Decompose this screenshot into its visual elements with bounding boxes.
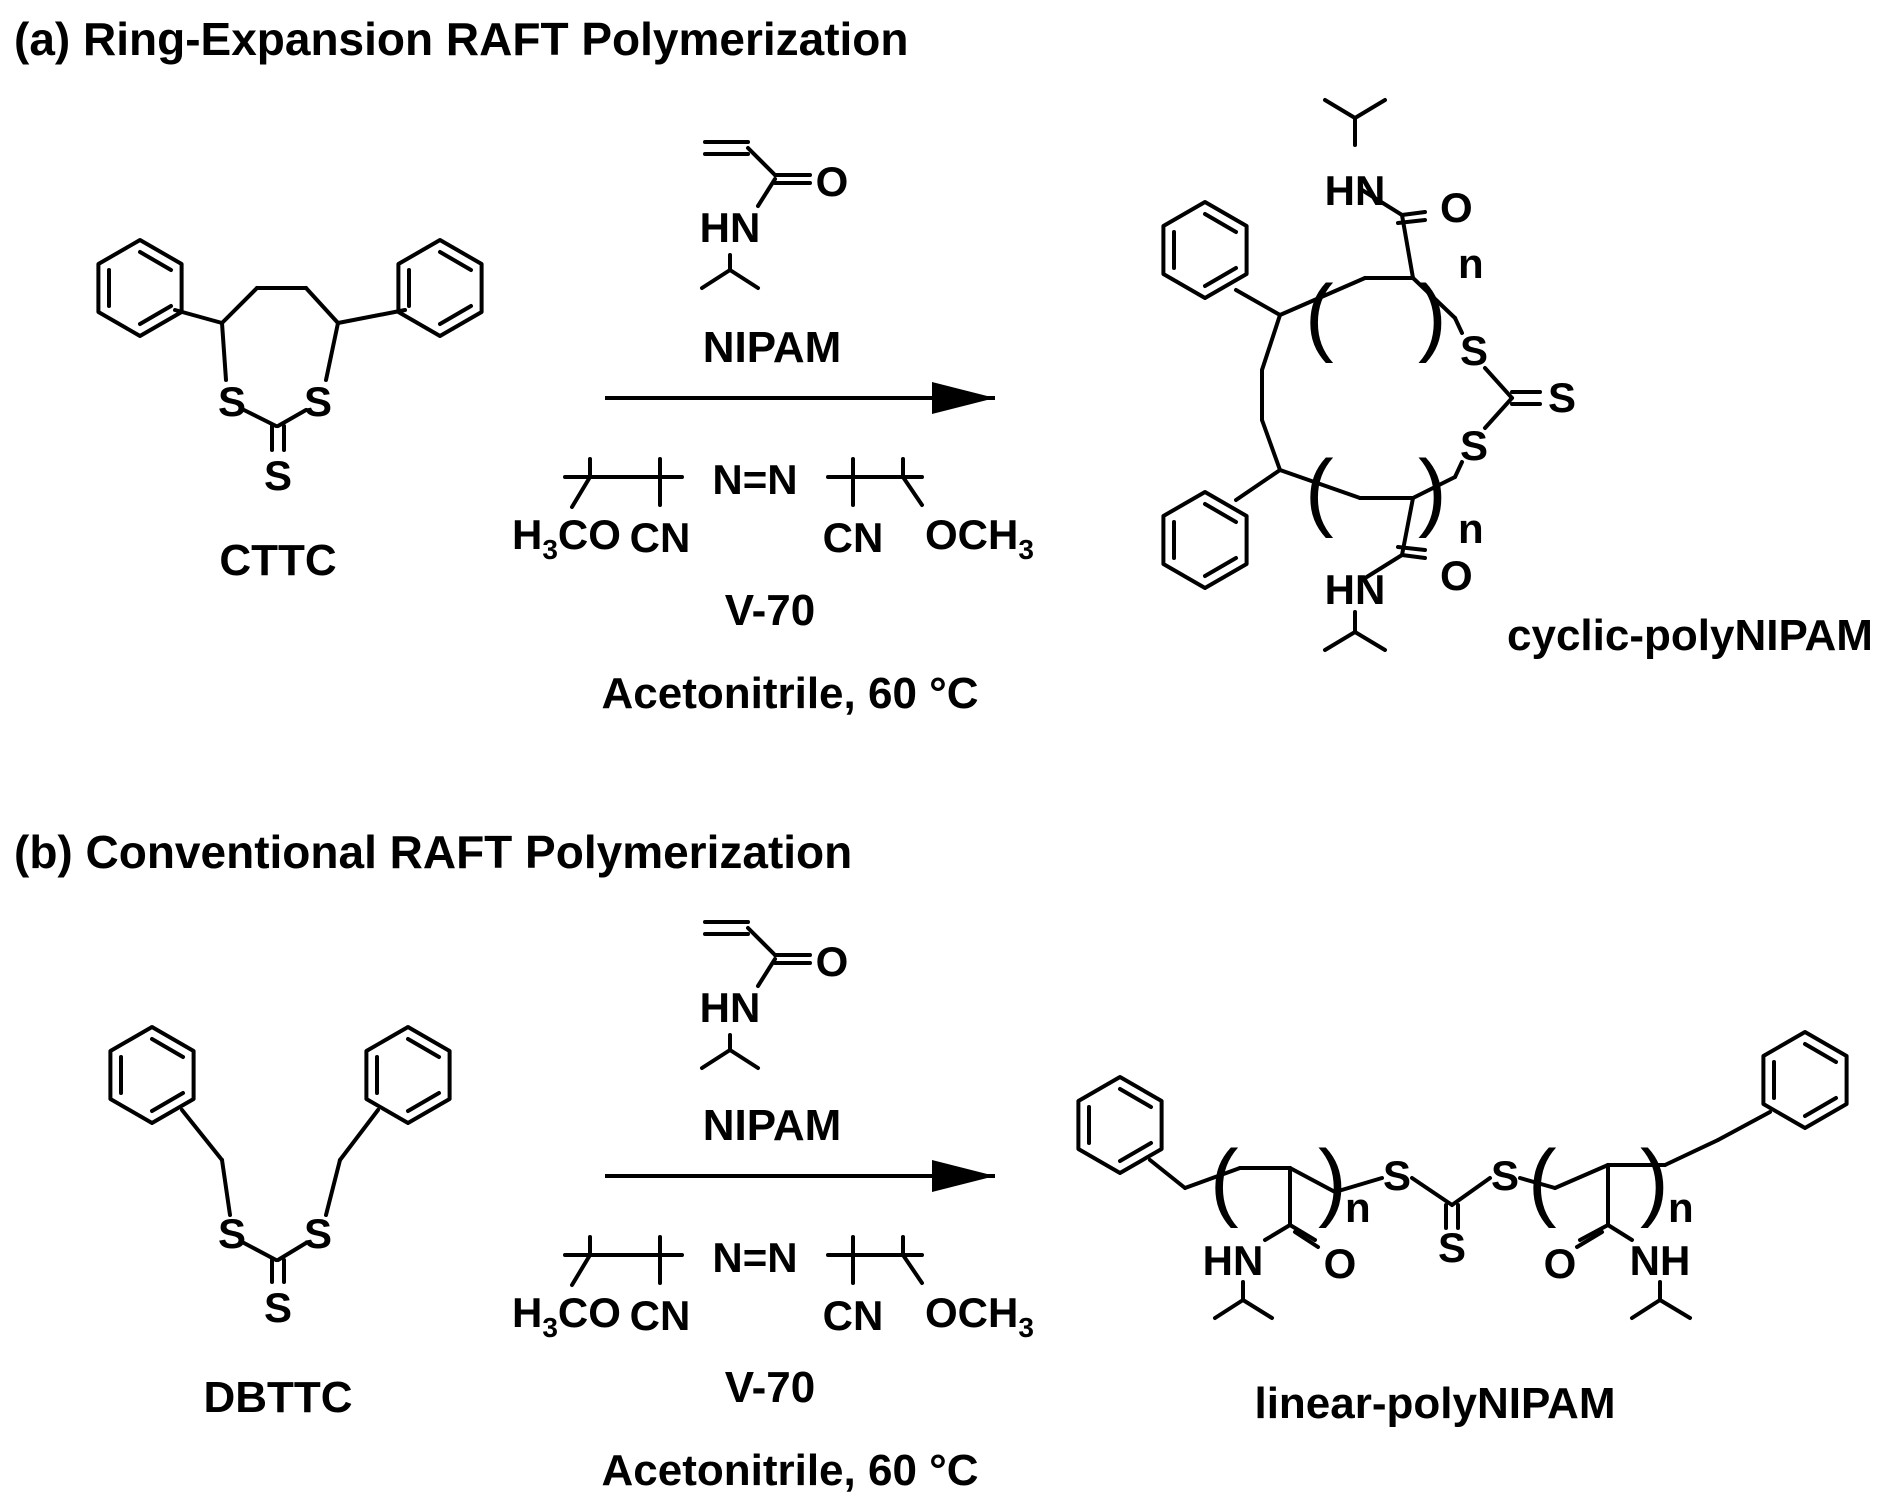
close-paren: ) [1418,443,1447,539]
cttc-structure: S S S [96,238,484,499]
hn-label: HN [1325,566,1386,613]
conditions-label: Acetonitrile, 60 °C [601,1446,978,1495]
och3-label: OCH3 [925,1289,1034,1343]
sulfur-label: S [1438,1224,1466,1271]
azo-label: N=N [712,1234,797,1281]
linear-polynipam-label: linear-polyNIPAM [1254,1379,1615,1428]
sulfur-label: S [218,1210,246,1257]
cyclic-polynipam-structure: ( ) n HN O S S S ( ) [1161,98,1576,652]
nipam-label: NIPAM [703,323,842,372]
sulfur-label: S [304,378,332,425]
nipam-label: NIPAM [703,1101,842,1150]
hn-label: HN [1325,167,1386,214]
panel-b: (b) Conventional RAFT Polymerization S S… [14,826,1849,1495]
och3-label: OCH3 [925,511,1034,565]
repeat-n-label: n [1458,240,1484,287]
cyclic-polynipam-label: cyclic-polyNIPAM [1507,611,1873,660]
sulfur-label: S [218,378,246,425]
open-paren: ( [1528,1133,1557,1229]
repeat-n-label: n [1345,1184,1371,1231]
h3co-label: H3CO [512,1289,621,1343]
close-paren: ) [1640,1133,1669,1229]
oxygen-label: O [1440,184,1473,231]
arrow-head [932,1160,995,1192]
open-paren: ( [1305,268,1334,364]
h3co-label: H3CO [512,511,621,565]
sulfur-label: S [304,1210,332,1257]
nh-label: NH [1630,1237,1691,1284]
panel-a-title: (a) Ring-Expansion RAFT Polymerization [14,13,909,65]
open-paren: ( [1305,443,1334,539]
cn-label: CN [823,1292,884,1339]
dbttc-structure: S S S [108,1025,452,1331]
sulfur-label: S [1491,1152,1519,1199]
cn-label: CN [630,514,691,561]
close-paren: ) [1318,1133,1347,1229]
sulfur-label: S [1460,422,1488,469]
cttc-label: CTTC [219,536,336,585]
oxygen-label: O [816,938,849,985]
sulfur-label: S [264,1284,292,1331]
v70-label: V-70 [725,586,816,635]
azo-label: N=N [712,456,797,503]
v70-label: V-70 [725,1363,816,1412]
hn-label: HN [700,984,761,1031]
oxygen-label: O [1440,552,1473,599]
conditions-label: Acetonitrile, 60 °C [601,669,978,718]
repeat-n-label: n [1458,505,1484,552]
dbttc-label: DBTTC [203,1373,352,1422]
oxygen-label: O [816,158,849,205]
hn-label: HN [1203,1237,1264,1284]
panel-a: (a) Ring-Expansion RAFT Polymerization S… [14,13,1873,718]
sulfur-label: S [264,452,292,499]
cn-label: CN [630,1292,691,1339]
close-paren: ) [1418,268,1447,364]
arrow-head [932,382,995,414]
sulfur-label: S [1383,1152,1411,1199]
oxygen-label: O [1544,1240,1577,1287]
panel-b-title: (b) Conventional RAFT Polymerization [14,826,852,878]
hn-label: HN [700,204,761,251]
repeat-n-label: n [1668,1184,1694,1231]
cn-label: CN [823,514,884,561]
linear-polynipam-structure: ( ) n HN O S S S ( [1076,1030,1849,1320]
sulfur-label: S [1460,327,1488,374]
sulfur-label: S [1548,374,1576,421]
oxygen-label: O [1324,1240,1357,1287]
open-paren: ( [1210,1133,1239,1229]
